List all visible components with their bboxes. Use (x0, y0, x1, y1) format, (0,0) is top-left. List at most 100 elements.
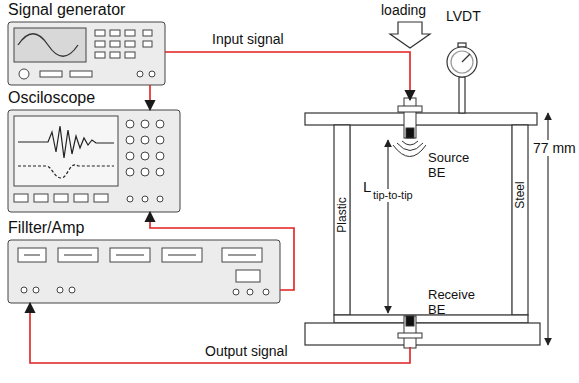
lvdt-gauge (447, 43, 477, 113)
signal-generator-part (8, 22, 165, 85)
filter-amplifier-part (57, 287, 63, 293)
oscilloscope-part (141, 152, 149, 160)
device-heading: Signal generator (8, 1, 125, 19)
lvdt-gauge-part (462, 54, 470, 62)
bender-element-part (404, 98, 416, 138)
signal-generator-part (125, 41, 135, 47)
oscilloscope-part (156, 152, 164, 160)
oscilloscope-part (126, 120, 134, 128)
signal-generator-part (19, 69, 29, 79)
wire-label: Input signal (212, 31, 284, 47)
bender-element-part (406, 316, 414, 326)
oscilloscope-part (14, 194, 28, 202)
wall-label: Plastic (336, 197, 348, 232)
oscilloscope-part (156, 136, 164, 144)
length-symbol: L (362, 178, 372, 195)
lvdt-gauge-part (459, 77, 465, 113)
filter-amplifier-part (69, 287, 75, 293)
oscilloscope (8, 110, 180, 212)
signal-wire (165, 52, 410, 100)
filter-amplifier-part (24, 255, 256, 256)
test-cell-part (350, 125, 512, 315)
filter-amplifier (8, 240, 280, 303)
signal-generator-part (125, 52, 135, 58)
bender-element-part (398, 106, 422, 112)
bender-element-part (398, 333, 422, 338)
wall-label: Steel (514, 181, 526, 208)
signal-generator-part (95, 41, 105, 47)
filter-amp-box: Fillter/Amp (8, 240, 280, 303)
filter-amplifier-part (247, 289, 253, 295)
filter-amplifier-part (33, 287, 39, 293)
test-cell-part (305, 323, 540, 345)
oscilloscope-part (18, 126, 114, 158)
element-label: Source BE (428, 150, 472, 180)
oscilloscope-part (157, 196, 163, 202)
signal-generator-part (40, 71, 62, 77)
oscilloscope-box: Osciloscope (8, 110, 180, 212)
signal-generator-part (14, 28, 86, 62)
signal-generator-part (95, 52, 105, 58)
oscilloscope-part (8, 110, 180, 212)
loading-arrow (390, 22, 430, 48)
signal-wire (149, 85, 151, 110)
oscilloscope-part (14, 116, 118, 186)
filter-amplifier-part (233, 289, 239, 295)
filter-amplifier-part (8, 240, 280, 303)
signal-generator (8, 22, 165, 85)
load-label: loading (381, 2, 426, 18)
length-subscript: tip-to-tip (372, 189, 414, 202)
lvdt-gauge-part (451, 51, 473, 73)
oscilloscope-part (141, 136, 149, 144)
signal-generator-box: Signal generator (8, 22, 165, 85)
oscilloscope-part (141, 120, 149, 128)
filter-amplifier-part (236, 270, 260, 282)
lvdt-gauge-part (447, 47, 477, 77)
signal-generator-part (110, 41, 120, 47)
oscilloscope-part (156, 120, 164, 128)
wire-label: Output signal (205, 343, 288, 359)
gauge-label: LVDT (446, 8, 481, 24)
signal-generator-part (110, 52, 120, 58)
oscilloscope-part (34, 194, 48, 202)
dimension-label: 77 mm (532, 140, 577, 156)
signal-wire (30, 303, 410, 363)
signal-generator-part (143, 30, 152, 36)
oscilloscope-part (126, 152, 134, 160)
oscilloscope-part (141, 168, 149, 176)
oscilloscope-part (126, 168, 134, 176)
device-heading: Osciloscope (8, 89, 95, 107)
source-element: Source BE (400, 100, 474, 186)
dimension-line (388, 113, 548, 345)
oscilloscope-part (156, 168, 164, 176)
bender-element-part (404, 316, 416, 348)
oscilloscope-part (18, 165, 114, 178)
loading-arrow-part (390, 22, 430, 48)
signal-generator-part (110, 30, 120, 36)
bender-element-part (406, 128, 414, 138)
device-heading: Fillter/Amp (8, 219, 84, 237)
test-cell-part (305, 113, 537, 125)
signal-generator-part (143, 41, 152, 47)
element-label: Receive BE (428, 287, 478, 317)
signal-wire (150, 212, 294, 290)
signal-generator-part (70, 71, 92, 77)
bender-element (393, 98, 426, 348)
dimension-line-part (387, 140, 388, 313)
oscilloscope-part (142, 196, 148, 202)
signal-generator-part (125, 30, 135, 36)
test-cell-part (334, 125, 350, 315)
oscilloscope-part (126, 136, 134, 144)
oscilloscope-part (54, 194, 68, 202)
signal-generator-part (149, 71, 155, 77)
bender-element-part (393, 141, 426, 157)
signal-generator-part (95, 30, 105, 36)
test-cell (305, 113, 540, 345)
signal-generator-part (18, 34, 78, 57)
oscilloscope-part (74, 194, 88, 202)
receive-element: Receive BE (400, 285, 480, 347)
filter-amplifier-part (21, 287, 27, 293)
oscilloscope-part (127, 196, 133, 202)
